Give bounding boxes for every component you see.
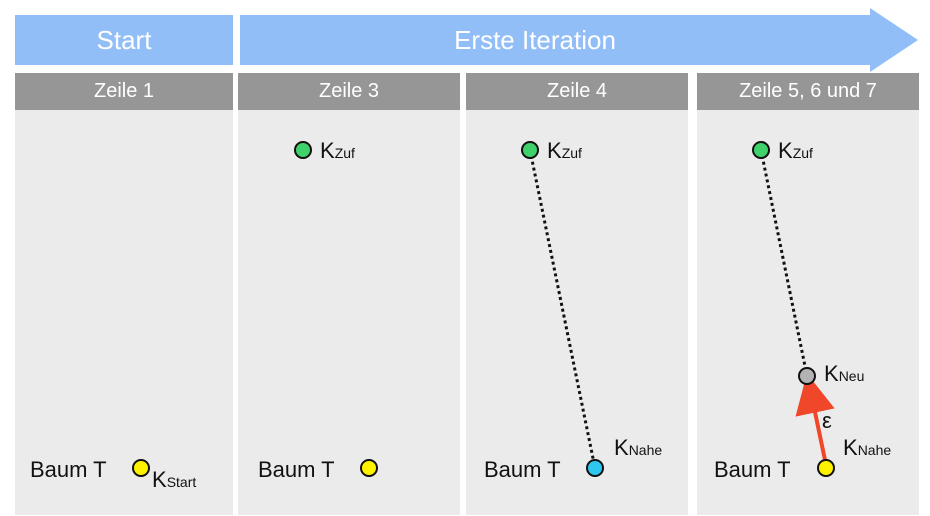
panel-header: Zeile 1 (15, 73, 233, 110)
random-node (294, 141, 312, 159)
new-node (798, 367, 816, 385)
panel-header: Zeile 4 (466, 73, 688, 110)
nearest-node (817, 459, 835, 477)
tree-label: Baum T (714, 457, 791, 482)
tree-label: Baum T (258, 457, 335, 482)
banner-start: Start (15, 15, 233, 65)
epsilon-step-arrow (795, 373, 835, 461)
k-zuf-label: KZuf (320, 138, 355, 163)
tree-label: Baum T (30, 457, 107, 482)
banner-start-label: Start (96, 24, 152, 55)
distance-line (759, 149, 809, 377)
k-zuf-label: KZuf (778, 138, 813, 163)
k-nahe-label: KNahe (614, 435, 662, 460)
k-neu-label: KNeu (824, 361, 864, 386)
random-node (521, 141, 539, 159)
start-node (132, 459, 150, 477)
panel-zeile-4: Zeile 4 (466, 73, 688, 515)
panel-zeile-1: Zeile 1 (15, 73, 233, 515)
panel-zeile-5-6-7: Zeile 5, 6 und 7 (697, 73, 919, 515)
k-start-label: KStart (152, 467, 196, 492)
distance-line (528, 149, 597, 469)
nearest-node (586, 459, 604, 477)
panel-zeile-3: Zeile 3 (238, 73, 460, 515)
start-node (360, 459, 378, 477)
k-zuf-label: KZuf (547, 138, 582, 163)
panel-header: Zeile 3 (238, 73, 460, 110)
k-nahe-label: KNahe (843, 435, 891, 460)
panel-header: Zeile 5, 6 und 7 (697, 73, 919, 110)
banner-iteration-label: Erste Iteration (454, 24, 616, 55)
random-node (752, 141, 770, 159)
tree-label: Baum T (484, 457, 561, 482)
epsilon-label: ε (822, 408, 832, 433)
banner-iteration: Erste Iteration (240, 15, 870, 65)
banner-arrowhead (870, 8, 918, 72)
